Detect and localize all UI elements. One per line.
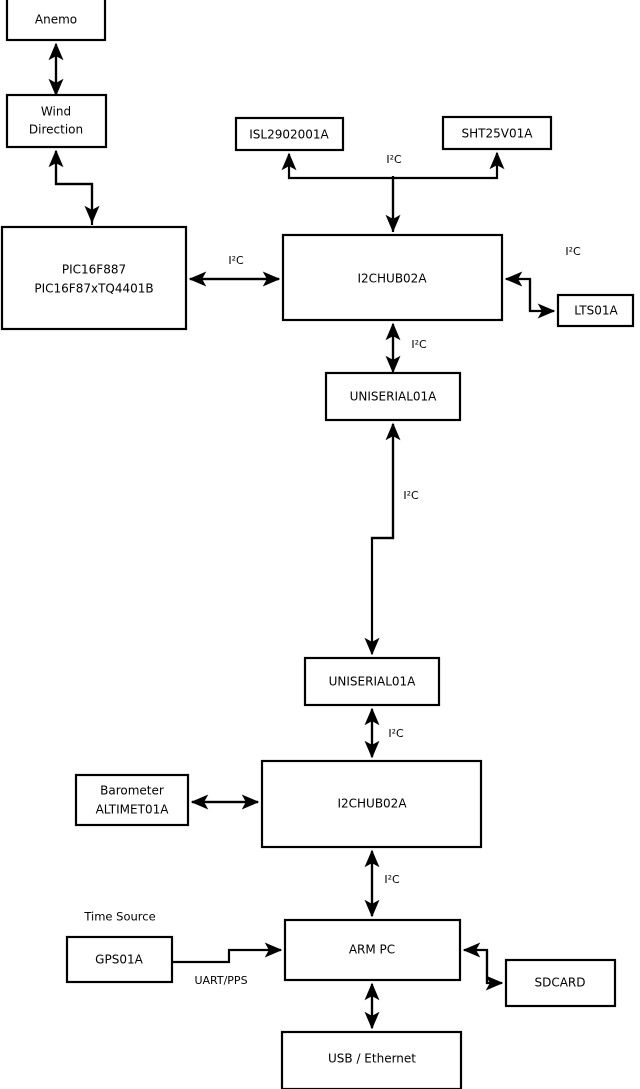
node-uniserial01a-top[interactable]: UNISERIAL01A [324,371,462,422]
node-sdcard[interactable]: SDCARD [504,958,617,1008]
edge-label-hub-bot-armpc: I²C [384,873,400,886]
node-uniserial01a-bottom-box[interactable] [303,656,441,707]
node-isl2902001a[interactable]: ISL2902001A [234,116,345,152]
node-pic-mcu-box[interactable] [0,225,188,331]
node-i2chub02a-top-box[interactable] [281,233,504,322]
node-gps01a[interactable]: GPS01A [65,935,174,984]
node-gps01a-box[interactable] [65,935,174,984]
node-i2chub02a-top-label: I2CHUB02A [357,272,427,286]
node-isl2902001a-box[interactable] [234,116,345,152]
node-usb-ethernet[interactable]: USB / Ethernet [280,1030,463,1089]
node-lts01a-box[interactable] [556,293,635,328]
node-barometer-altimet01a-box[interactable] [74,773,190,827]
edge-label-hub-uniserial-top: I²C [411,338,427,351]
node-sht25v01a-label: SHT25V01A [462,127,534,141]
node-anemo-box[interactable] [5,0,107,42]
edge-label-uniserial-uniserial: I²C [403,489,419,502]
node-isl2902001a-label: ISL2902001A [249,128,329,142]
edge-label-pic-hub: I²C [228,254,244,267]
node-lts01a[interactable]: LTS01A [556,293,635,328]
node-sdcard-label: SDCARD [534,976,585,990]
node-arm-pc-label: ARM PC [349,943,395,957]
edge-armpc-sdcard [462,942,504,991]
edge-labels-layer: I²C I²C I²C I²C I²C I²C I²C UART/PPS [194,153,581,987]
node-barometer-label-line1: Barometer [100,784,164,798]
edge-label-hub-sensors: I²C [386,153,402,166]
edge-pic-wind [48,149,100,225]
node-anemo-label: Anemo [35,13,77,27]
node-pic-mcu-label-line2: PIC16F87xTQ4401B [34,282,153,296]
node-sht25v01a[interactable]: SHT25V01A [441,115,553,151]
edge-label-hub-lts: I²C [565,245,581,258]
node-uniserial01a-bottom-label: UNISERIAL01A [329,675,417,689]
edge-label-uniserial-hub-bot: I²C [388,727,404,740]
node-i2chub02a-bottom-box[interactable] [260,759,483,849]
node-wind-direction[interactable]: Wind Direction [5,93,108,149]
edge-uniserial-top-bot [364,422,401,656]
edge-hub-top-sensors [281,151,505,233]
node-barometer-label-line2: ALTIMET01A [96,803,170,817]
label-time-source: Time Source [83,910,155,924]
edges-layer [48,42,556,1030]
node-pic-mcu-label-line1: PIC16F887 [62,263,126,277]
edge-hub-top-lts [504,271,556,319]
node-anemo[interactable]: Anemo [5,0,107,42]
node-wind-direction-label-line2: Direction [29,123,83,137]
node-uniserial01a-top-label: UNISERIAL01A [350,390,438,404]
node-wind-direction-box[interactable] [5,93,108,149]
node-arm-pc[interactable]: ARM PC [283,918,462,982]
free-labels-layer: Time Source [83,910,155,924]
node-wind-direction-label-line1: Wind [41,105,71,119]
node-usb-ethernet-box[interactable] [280,1030,463,1089]
node-pic-mcu[interactable]: PIC16F887 PIC16F87xTQ4401B [0,225,188,331]
node-uniserial01a-bottom[interactable]: UNISERIAL01A [303,656,441,707]
node-lts01a-label: LTS01A [574,304,618,318]
node-i2chub02a-bottom-label: I2CHUB02A [337,797,407,811]
node-gps01a-label: GPS01A [95,953,143,967]
node-i2chub02a-bottom[interactable]: I2CHUB02A [260,759,483,849]
node-sdcard-box[interactable] [504,958,617,1008]
edge-gps-armpc [172,942,283,964]
node-barometer-altimet01a[interactable]: Barometer ALTIMET01A [74,773,190,827]
node-i2chub02a-top[interactable]: I2CHUB02A [281,233,504,322]
node-sht25v01a-box[interactable] [441,115,553,151]
node-usb-ethernet-label: USB / Ethernet [328,1052,416,1066]
node-uniserial01a-top-box[interactable] [324,371,462,422]
edge-label-gps-armpc: UART/PPS [194,974,247,987]
node-arm-pc-box[interactable] [283,918,462,982]
